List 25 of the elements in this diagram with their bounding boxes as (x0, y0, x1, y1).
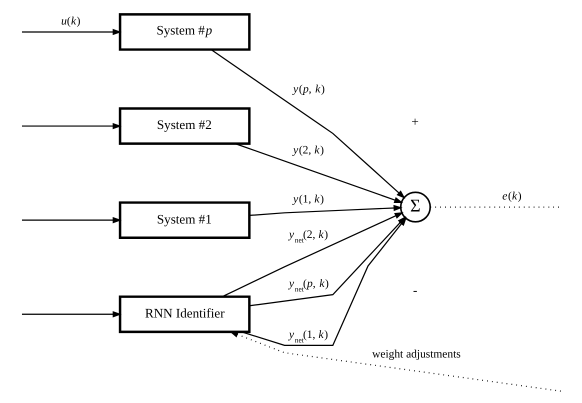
edge-label: y(p, k) (292, 83, 324, 96)
node-circle: Σ (399, 192, 431, 223)
node-box: RNN Identifier (118, 295, 250, 334)
edge-label: y$_{net}$(2, k) (288, 228, 328, 244)
node-box: System #2 (118, 107, 250, 145)
edge-label: u(k) (60, 15, 80, 28)
arrow (249, 204, 402, 216)
node-box: System #1 (118, 201, 250, 239)
arrow (21, 217, 122, 224)
label: + (410, 114, 418, 129)
edge-label: y$_{net}$(1, k) (288, 328, 328, 344)
edge-label: y(2, k) (292, 144, 324, 157)
edge-label: y(1, k) (292, 194, 324, 206)
arrow (234, 143, 403, 204)
label: - (412, 282, 417, 298)
node-box: System #p (118, 13, 250, 51)
arrow (21, 28, 122, 36)
arrow (222, 212, 404, 298)
edge-label: y$_{net}$(p, k) (288, 278, 328, 294)
arrow (210, 49, 405, 199)
edge-label: weight adjustments (372, 348, 460, 360)
edge-label: e(k) (502, 190, 522, 202)
arrow (21, 122, 122, 130)
arrow (228, 331, 561, 392)
arrow (21, 311, 122, 318)
